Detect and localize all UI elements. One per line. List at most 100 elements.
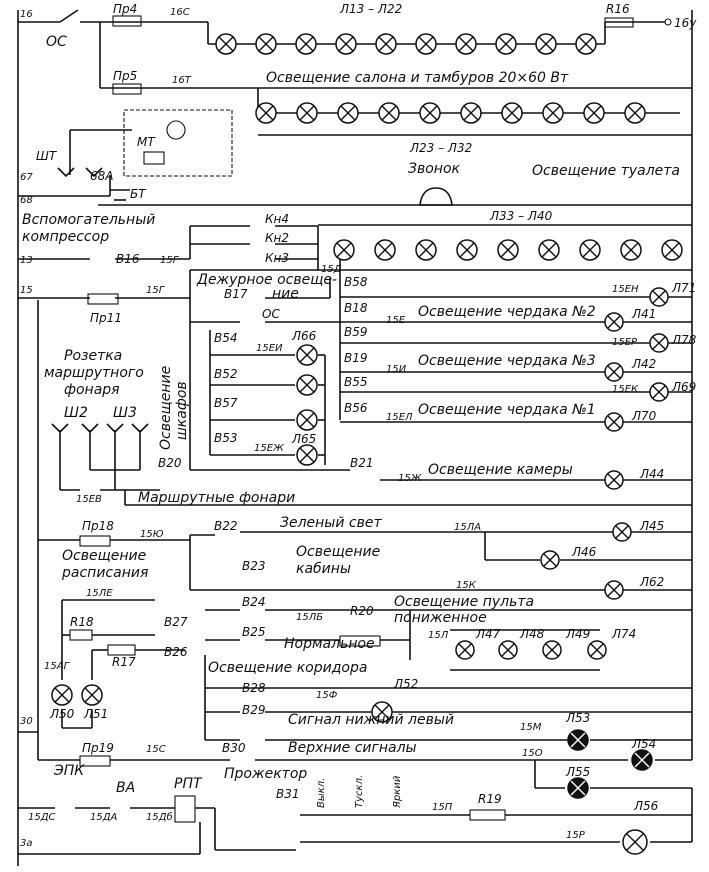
relay-coil-mt xyxy=(143,151,165,165)
lbl-sh3: Ш3 xyxy=(113,405,137,421)
lbl-pult1: Освещение пульта xyxy=(394,594,534,610)
lbl-pr18: Пр18 xyxy=(82,519,114,533)
lbl-15m: 15М xyxy=(520,722,542,733)
lbl-roz2: маршрутного xyxy=(44,365,144,381)
lamp-cross xyxy=(626,833,644,851)
lbl-15d: 15Д xyxy=(321,264,342,275)
lamp-cross xyxy=(340,105,356,121)
lamps-group xyxy=(51,33,683,855)
lbl-15g2: 15Г xyxy=(146,285,166,296)
lbl-vspom2: компрессор xyxy=(22,229,109,245)
lamp-cross xyxy=(459,242,475,258)
lbl-va: ВА xyxy=(116,780,135,796)
main-wiring xyxy=(17,9,693,866)
lamp-cross xyxy=(501,643,515,657)
lbl-v23: В23 xyxy=(242,559,266,573)
lamp-cross xyxy=(374,704,390,720)
lbl-l50: Л50 xyxy=(49,707,75,721)
lbl-l78: Л78 xyxy=(671,333,697,347)
lamp-cross xyxy=(543,553,557,567)
lbl-t16: 16 xyxy=(20,9,33,20)
lamp-cross xyxy=(615,525,629,539)
fuses xyxy=(79,15,142,767)
lbl-15p: 15П xyxy=(432,802,453,813)
lamp-cross xyxy=(381,105,397,121)
bell-icon xyxy=(419,187,453,206)
lbl-15: 15 xyxy=(20,285,33,296)
lamp-cross xyxy=(607,365,621,379)
lbl-kab2: кабины xyxy=(296,561,351,577)
lbl-oc2: ОС xyxy=(262,307,280,321)
lbl-l48: Л48 xyxy=(519,627,545,641)
lbl-67: 67 xyxy=(20,172,33,183)
lbl-16c: 16С xyxy=(170,7,190,18)
lbl-kn3: Кн3 xyxy=(265,251,289,265)
lbl-sht: ШТ xyxy=(36,149,58,163)
lbl-15r: 15Р xyxy=(566,830,586,841)
lbl-l45: Л45 xyxy=(639,519,664,533)
lbl-pr5: Пр5 xyxy=(113,69,137,83)
lbl-15ek: 15ЕК xyxy=(612,384,639,395)
lbl-rasp1: Освещение xyxy=(62,548,146,564)
lamp-cross xyxy=(258,36,274,52)
lamp-cross xyxy=(463,105,479,121)
lbl-vykl: Выкл. xyxy=(316,778,327,808)
lamp-cross xyxy=(607,415,621,429)
lbl-13: 13 xyxy=(20,255,33,266)
lbl-zvonok: Звонок xyxy=(408,161,461,177)
lbl-15el: 15ЕЛ xyxy=(386,412,413,423)
lbl-v53: В53 xyxy=(214,431,238,445)
lbl-kn2: Кн2 xyxy=(265,231,289,245)
lbl-v21: В21 xyxy=(350,456,374,470)
lbl-15c: 15С xyxy=(146,744,166,755)
lamp-cross xyxy=(504,105,520,121)
lbl-v26: В26 xyxy=(164,645,188,659)
lamp-cross xyxy=(498,36,514,52)
lamp-cross xyxy=(299,105,315,121)
lbl-v52: В52 xyxy=(214,367,238,381)
lbl-l33-l40: Л33 – Л40 xyxy=(489,209,553,223)
lbl-15l: 15Л xyxy=(428,630,449,641)
resistors xyxy=(69,17,634,823)
lamp-cross xyxy=(634,752,650,768)
lbl-16u: 16у xyxy=(674,16,697,30)
lbl-15dc: 15ДС xyxy=(28,812,56,823)
lbl-3a: 3a xyxy=(20,838,33,849)
lbl-16t: 16Т xyxy=(172,75,192,86)
lbl-15er: 15ЕР xyxy=(612,337,638,348)
socket-prongs xyxy=(51,167,149,434)
lbl-15la: 15ЛА xyxy=(454,522,481,533)
lbl-l53: Л53 xyxy=(565,711,590,725)
lamp-cross xyxy=(298,36,314,52)
lbl-oc: ОС xyxy=(46,34,67,50)
lamp-cross xyxy=(586,105,602,121)
lbl-l55: Л55 xyxy=(565,765,590,779)
lbl-cherd3: Освещение чердака №3 xyxy=(418,353,596,369)
lbl-15en: 15ЕН xyxy=(612,284,639,295)
lbl-dezh1: Дежурное освеще- xyxy=(196,272,337,288)
lamp-cross xyxy=(84,687,100,703)
lbl-v24: В24 xyxy=(242,595,266,609)
lbl-pr4: Пр4 xyxy=(113,2,137,16)
lamp-cross xyxy=(258,105,274,121)
lbl-zel: Зеленый свет xyxy=(280,515,382,531)
lamp-cross xyxy=(545,643,559,657)
lbl-v55: В55 xyxy=(344,375,368,389)
lbl-l42: Л42 xyxy=(631,357,656,371)
lamp-cross xyxy=(570,732,586,748)
lbl-v27: В27 xyxy=(164,615,188,629)
lbl-salon: Освещение салона и тамбуров 20×60 Вт xyxy=(266,70,569,86)
lbl-15ezh: 15ЕЖ xyxy=(254,443,285,454)
lbl-l51: Л51 xyxy=(83,707,108,721)
lamp-cross xyxy=(582,242,598,258)
lbl-15e: 15Е xyxy=(386,315,406,326)
terminal-16u xyxy=(664,18,672,26)
lamp-cross xyxy=(607,315,621,329)
lbl-15lb: 15ЛБ xyxy=(296,612,323,623)
lamp-cross xyxy=(500,242,516,258)
lbl-l66: Л66 xyxy=(291,329,317,343)
lbl-15ei: 15ЕИ xyxy=(256,343,283,354)
lbl-v22: В22 xyxy=(214,519,238,533)
lbl-l54: Л54 xyxy=(631,737,656,751)
lamp-cross xyxy=(378,36,394,52)
